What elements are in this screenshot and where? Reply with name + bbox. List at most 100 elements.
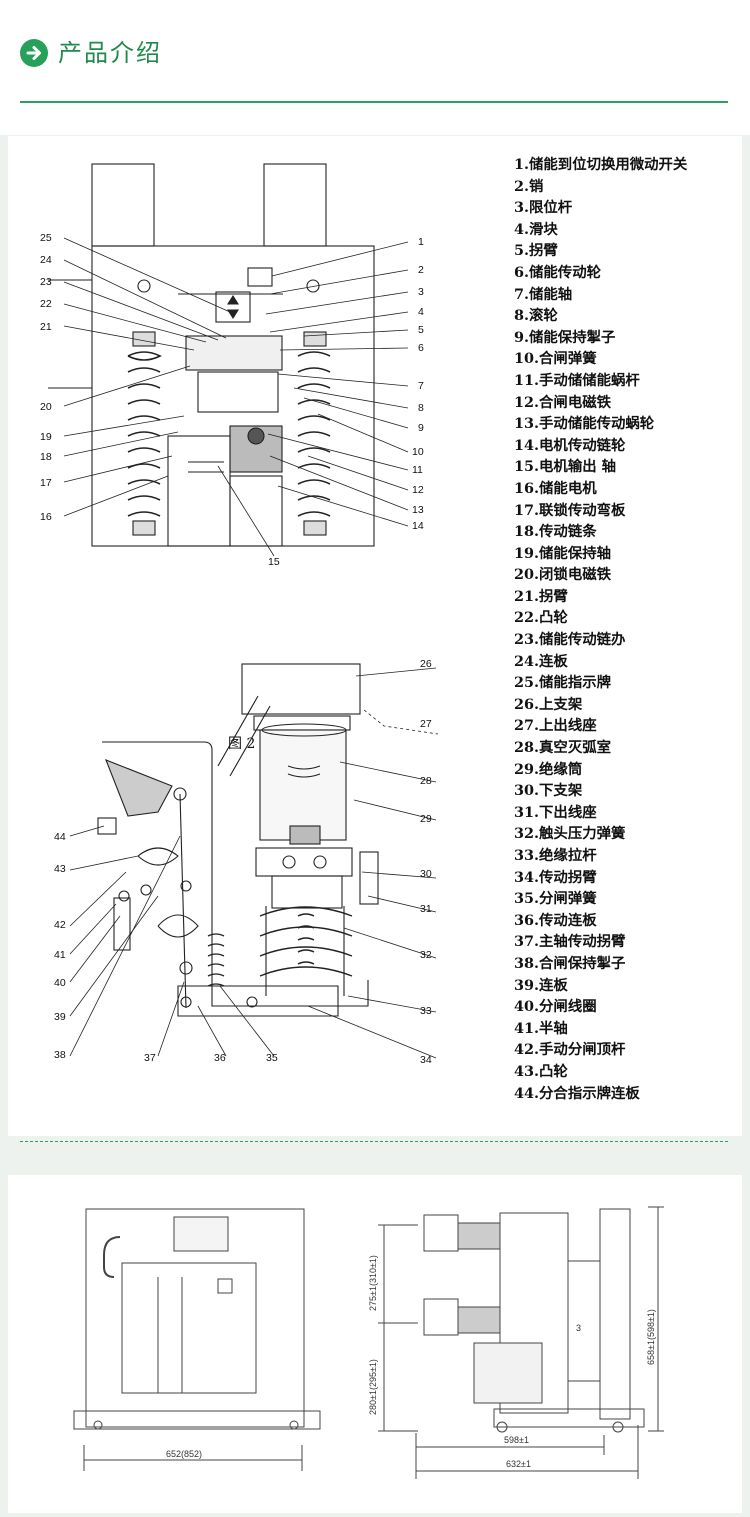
legend-item: 18.传动链条: [514, 523, 597, 541]
legend-item: 29.绝缘筒: [514, 760, 583, 778]
legend-item: 38.合闸保持掣子: [514, 954, 626, 972]
callout-6: 6: [418, 342, 424, 354]
mechanism-panel: 1 2 3 4 5 6 7 8 9 10 11 12 13 14 15 16 1…: [8, 136, 742, 1136]
callout-12: 12: [412, 484, 424, 496]
legend-item: 32.触头压力弹簧: [514, 825, 626, 843]
legend-item: 10.合闸弹簧: [514, 350, 597, 368]
callout-27: 27: [420, 718, 432, 730]
figure-caption: 图 2: [228, 736, 256, 752]
callout-16: 16: [40, 511, 52, 523]
section-title: 产品介绍: [58, 39, 162, 67]
legend-item: 16.储能电机: [514, 479, 597, 497]
callout-23: 23: [40, 276, 52, 288]
callout-17: 17: [40, 477, 52, 489]
callout-9: 9: [418, 422, 424, 434]
legend-item: 11.手动储储能蜗杆: [514, 371, 640, 389]
dim-side-depth-inner: 598±1: [504, 1435, 529, 1445]
legend-item: 2.销: [514, 177, 544, 195]
legend-item: 39.连板: [514, 976, 568, 994]
mechanism-side-leaders: [69, 667, 439, 1059]
callout-20: 20: [40, 401, 52, 413]
figure2-leaders: [63, 237, 409, 557]
callout-28: 28: [420, 775, 432, 787]
front-view-drawing: [73, 1208, 321, 1471]
callout-22: 22: [40, 298, 52, 310]
legend-item: 22.凸轮: [514, 609, 568, 627]
legend-item: 13.手动储能传动蜗轮: [514, 415, 655, 433]
side-view-drawing: [378, 1206, 664, 1479]
legend-item: 17.联锁传动弯板: [514, 501, 626, 519]
legend-item: 7.储能轴: [514, 285, 573, 303]
callout-44: 44: [54, 831, 66, 843]
legend-item: 5.拐臂: [514, 242, 558, 260]
dimension-panel: 652(852) 598±1: [8, 1175, 742, 1513]
legend-item: 33.绝缘拉杆: [514, 847, 597, 864]
callout-25: 25: [40, 232, 52, 244]
legend-item: 6.储能传动轮: [514, 263, 601, 281]
legend-item: 14.电机传动链轮: [514, 436, 626, 454]
callout-29: 29: [420, 813, 432, 825]
legend-item: 41.半轴: [514, 1019, 568, 1037]
legend-item: 40.分闸线圈: [514, 998, 597, 1016]
legend-item: 19.储能保持轴: [514, 544, 611, 562]
legend-item: 37.主轴传动拐臂: [514, 933, 626, 951]
legend-item: 9.储能保持掣子: [514, 328, 616, 346]
callout-32: 32: [420, 949, 432, 961]
callout-14: 14: [412, 520, 424, 532]
callout-13: 13: [412, 504, 424, 516]
dim-front-width: 652(852): [166, 1449, 202, 1459]
dimension-drawings: 652(852) 598±1: [73, 1206, 664, 1479]
legend-item: 27.上出线座: [514, 717, 597, 735]
legend-item: 20.闭锁电磁铁: [514, 566, 611, 584]
legend-item: 15.电机输出 轴: [514, 458, 616, 476]
header-divider: [20, 101, 728, 103]
legend-item: 44.分合指示牌连板: [514, 1084, 640, 1102]
legend-item: 26.上支架: [514, 695, 583, 713]
callout-19: 19: [40, 431, 52, 443]
callout-10: 10: [412, 446, 424, 458]
legend-item: 35.分闸弹簧: [514, 890, 597, 908]
callout-40: 40: [54, 977, 66, 989]
callout-8: 8: [418, 402, 424, 414]
callout-2: 2: [418, 264, 424, 276]
legend-item: 36.传动连板: [514, 911, 597, 929]
callout-41: 41: [54, 949, 66, 961]
legend-item: 8.滚轮: [514, 307, 558, 325]
callout-42: 42: [54, 919, 66, 931]
legend-item: 42.手动分闸顶杆: [514, 1041, 626, 1059]
legend-item: 25.储能指示牌: [514, 674, 611, 692]
callout-4: 4: [418, 306, 424, 318]
callout-3: 3: [418, 286, 424, 298]
legend-item: 43.凸轮: [514, 1062, 568, 1080]
callout-36: 36: [214, 1052, 226, 1064]
callout-31: 31: [420, 903, 432, 915]
legend-item: 4.滑块: [514, 220, 558, 238]
callout-30: 30: [420, 868, 432, 880]
callout-34: 34: [420, 1054, 432, 1066]
legend-item: 23.储能传动链办: [514, 631, 626, 649]
callout-39: 39: [54, 1011, 66, 1023]
legend-item: 28.真空灭弧室: [514, 739, 611, 757]
dim-side-height-total: 658±1(598±1): [646, 1309, 656, 1365]
legend-item: 24.连板: [514, 652, 568, 670]
callout-43: 43: [54, 863, 66, 875]
dashed-separator: [20, 1141, 728, 1142]
legend-item: 21.拐臂: [514, 587, 568, 605]
dim-side-depth-outer: 632±1: [506, 1459, 531, 1469]
section-header: 产品介绍: [0, 0, 750, 135]
figure2-drawing: [48, 163, 375, 547]
dim-side-label: 3: [576, 1323, 581, 1333]
arrow-right-circle-icon: [20, 39, 48, 67]
legend-item: 30.下支架: [514, 782, 583, 800]
callout-5: 5: [418, 324, 424, 336]
callout-1: 1: [418, 236, 424, 248]
callout-18: 18: [40, 451, 52, 463]
callout-15: 15: [268, 556, 280, 568]
callout-33: 33: [420, 1005, 432, 1017]
callout-7: 7: [418, 380, 424, 392]
callout-26: 26: [420, 658, 432, 670]
callout-37: 37: [144, 1052, 156, 1064]
callout-11: 11: [412, 464, 423, 476]
dim-side-height-upper: 275±1(310±1): [368, 1255, 378, 1311]
